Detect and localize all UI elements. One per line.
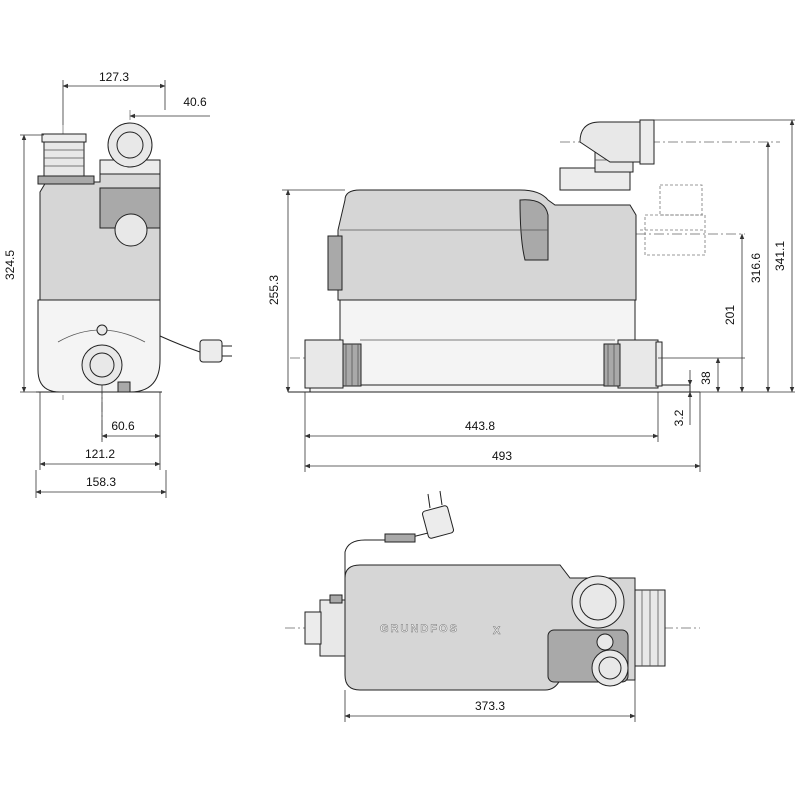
dim-total-height: 341.1: [773, 241, 787, 271]
dim-inlet-height: 38: [699, 371, 713, 385]
dim-body-height: 255.3: [267, 275, 281, 305]
brand-logo-mark: X: [493, 625, 502, 637]
dim-side-height: 324.5: [3, 250, 17, 280]
top-power-plug: [421, 505, 455, 539]
front-left-inlet: [304, 339, 344, 389]
dim-outlet-offset: 60.6: [111, 419, 135, 433]
dim-top-offset: 40.6: [183, 95, 207, 109]
dim-side-inlet-height: 201: [723, 305, 737, 325]
front-lower-housing: [339, 299, 636, 386]
dim-total-width: 158.3: [86, 475, 116, 489]
dim-inlet-spacing: 443.8: [465, 419, 495, 433]
dim-top-body-length: 373.3: [475, 699, 505, 713]
side-access-port: [114, 213, 148, 247]
dim-base-thickness: 3.2: [672, 409, 686, 426]
front-view: 255.3 443.8 493 3.2 38 201 316.6 341.1: [267, 119, 795, 472]
dim-body-width: 121.2: [85, 447, 115, 461]
brand-logo: GRUNDFOS: [380, 623, 459, 635]
side-view: 127.3 40.6 324.5 60.6 121.2 158.3: [3, 70, 232, 498]
front-outlet-elbow: [579, 121, 641, 163]
front-right-inlet: [617, 339, 659, 389]
dim-top-width: 127.3: [99, 70, 129, 84]
top-left-inlet: [319, 599, 346, 657]
side-power-plug: [199, 339, 223, 363]
top-view: GRUNDFOS X 373.3: [285, 490, 700, 722]
dim-total-length: 493: [492, 449, 512, 463]
front-upper-housing: [337, 189, 637, 301]
dim-outlet-center-height: 316.6: [749, 253, 763, 283]
